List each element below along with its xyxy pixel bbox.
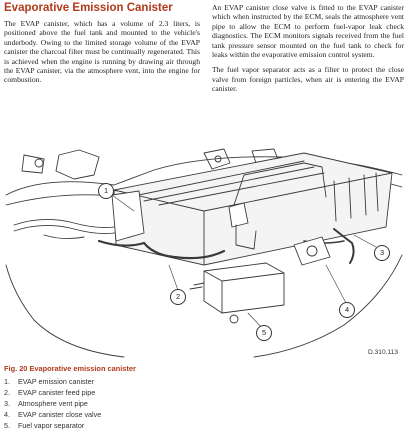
paragraph: An EVAP canister close valve is fitted t… [212, 3, 404, 60]
legend-item: 4.EVAP canister close valve [4, 410, 102, 419]
callout-3: 3 [374, 245, 390, 261]
figure-reference-code: D.310.113 [368, 349, 398, 356]
right-text-column: An EVAP canister close valve is fitted t… [212, 3, 404, 100]
callout-1: 1 [98, 183, 114, 199]
technical-illustration: 1 2 3 4 5 [4, 145, 404, 360]
legend-item: 3.Atmosphere vent pipe [4, 399, 88, 408]
legend-item: 2.EVAP canister feed pipe [4, 388, 96, 397]
section-heading: Evaporative Emission Canister [4, 2, 173, 14]
callout-5: 5 [256, 325, 272, 341]
legend-item: 1.EVAP emission canister [4, 377, 95, 386]
legend-item: 5.Fuel vapor separator [4, 421, 85, 430]
left-text-column: The EVAP canister, which has a volume of… [4, 19, 200, 91]
paragraph: The fuel vapor separator acts as a filte… [212, 65, 404, 94]
canister-drawing [5, 148, 403, 358]
figure-caption: Fig. 20 Evaporative emission canister [4, 364, 136, 373]
paragraph: The EVAP canister, which has a volume of… [4, 19, 200, 85]
callout-2: 2 [170, 289, 186, 305]
figure-legend: 1.EVAP emission canister 2.EVAP canister… [4, 376, 101, 431]
callout-4: 4 [339, 302, 355, 318]
